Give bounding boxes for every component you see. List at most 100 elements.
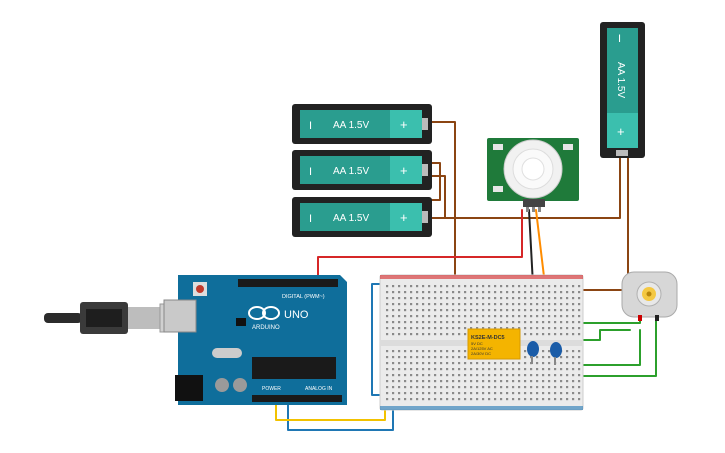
- wire-green-4[interactable]: [569, 329, 631, 341]
- breadboard-hole: [440, 285, 443, 288]
- breadboard-hole: [398, 356, 401, 359]
- wire-battery-pack-brown[interactable]: [431, 121, 456, 286]
- breadboard-hole: [548, 362, 551, 365]
- pir-sensor[interactable]: [487, 138, 579, 212]
- breadboard-hole: [542, 356, 545, 359]
- breadboard-hole: [386, 392, 389, 395]
- breadboard-hole: [392, 362, 395, 365]
- breadboard-hole: [404, 350, 407, 353]
- breadboard-hole: [416, 380, 419, 383]
- breadboard-hole: [422, 362, 425, 365]
- breadboard-hole: [470, 315, 473, 318]
- breadboard-hole: [422, 333, 425, 336]
- relay-model-text: KS2E-M-DC5: [471, 335, 505, 341]
- breadboard-hole: [386, 398, 389, 401]
- breadboard-hole: [494, 380, 497, 383]
- capacitor-2[interactable]: [550, 342, 562, 365]
- breadboard-hole: [392, 297, 395, 300]
- battery-aa-3[interactable]: I AA 1.5V +: [292, 197, 432, 237]
- breadboard-hole: [452, 327, 455, 330]
- breadboard-hole: [470, 398, 473, 401]
- wire-battery-pack-brown-4[interactable]: [431, 162, 441, 201]
- battery-3-minus: I: [309, 213, 312, 225]
- capacitor-1[interactable]: [527, 341, 539, 364]
- breadboard-hole: [452, 350, 455, 353]
- breadboard-hole: [470, 380, 473, 383]
- breadboard-hole: [440, 392, 443, 395]
- battery-2-label: AA 1.5V: [333, 166, 369, 177]
- breadboard-hole: [404, 327, 407, 330]
- breadboard-hole: [554, 333, 557, 336]
- breadboard-hole: [446, 285, 449, 288]
- wire-yellow-arduino[interactable]: [275, 391, 386, 421]
- wire-blue-arduino[interactable]: [287, 391, 394, 431]
- breadboard-hole: [392, 333, 395, 336]
- battery-2-minus: I: [309, 166, 312, 178]
- breadboard-hole: [530, 309, 533, 312]
- breadboard-hole: [428, 392, 431, 395]
- wire-pir-black[interactable]: [528, 209, 534, 286]
- breadboard-hole: [398, 392, 401, 395]
- wire-pir-orange[interactable]: [535, 209, 546, 286]
- breadboard-hole: [434, 392, 437, 395]
- breadboard-hole: [470, 327, 473, 330]
- breadboard-hole: [572, 285, 575, 288]
- breadboard-hole: [410, 356, 413, 359]
- usb-cable[interactable]: [44, 302, 183, 334]
- breadboard-hole: [458, 285, 461, 288]
- breadboard-hole: [572, 327, 575, 330]
- breadboard-hole: [440, 303, 443, 306]
- breadboard-hole: [560, 285, 563, 288]
- breadboard-hole: [560, 356, 563, 359]
- breadboard-hole: [452, 368, 455, 371]
- breadboard-hole: [566, 380, 569, 383]
- breadboard-hole: [440, 362, 443, 365]
- breadboard-hole: [434, 368, 437, 371]
- battery-3-plus: +: [400, 210, 408, 225]
- breadboard-hole: [440, 333, 443, 336]
- breadboard-hole: [386, 380, 389, 383]
- wire-battery-pack-brown-2[interactable]: [431, 175, 446, 219]
- breadboard-hole: [434, 327, 437, 330]
- battery-aa-2[interactable]: I AA 1.5V +: [292, 150, 432, 190]
- battery-aa-vertical[interactable]: I AA 1.5V +: [600, 22, 645, 158]
- breadboard-hole: [488, 398, 491, 401]
- breadboard-hole: [416, 356, 419, 359]
- breadboard-hole: [578, 333, 581, 336]
- wire-battery-single-black[interactable]: [582, 156, 629, 291]
- breadboard-hole: [446, 368, 449, 371]
- breadboard-hole: [512, 380, 515, 383]
- breadboard-hole: [494, 303, 497, 306]
- relay-module[interactable]: KS2E-M-DC5 5V DC 2A/125V AC 2A/30V DC: [467, 328, 521, 360]
- dc-motor[interactable]: [621, 271, 678, 321]
- wire-battery-pack-brown-3[interactable]: [431, 156, 621, 219]
- breadboard-hole: [416, 315, 419, 318]
- breadboard-hole: [482, 386, 485, 389]
- breadboard-hole: [566, 285, 569, 288]
- breadboard-hole: [440, 356, 443, 359]
- breadboard-hole: [524, 374, 527, 377]
- breadboard-hole: [404, 333, 407, 336]
- breadboard-hole: [566, 297, 569, 300]
- battery-pack[interactable]: I AA 1.5V + I AA 1.5V + I AA 1.5V +: [292, 104, 432, 237]
- breadboard-hole: [410, 380, 413, 383]
- battery-aa-1[interactable]: I AA 1.5V +: [292, 104, 432, 144]
- breadboard-hole: [566, 392, 569, 395]
- breadboard-hole: [446, 327, 449, 330]
- breadboard-hole: [566, 315, 569, 318]
- breadboard-hole: [386, 374, 389, 377]
- breadboard-hole: [566, 368, 569, 371]
- breadboard-hole: [542, 309, 545, 312]
- breadboard-hole: [440, 386, 443, 389]
- wire-arduino-red[interactable]: [317, 209, 523, 286]
- breadboard-hole: [548, 374, 551, 377]
- breadboard-hole: [386, 303, 389, 306]
- breadboard-hole: [518, 297, 521, 300]
- breadboard-hole: [572, 362, 575, 365]
- wire-blue-breadboard[interactable]: [371, 283, 386, 396]
- breadboard-hole: [518, 327, 521, 330]
- breadboard-hole: [392, 285, 395, 288]
- breadboard-hole: [542, 315, 545, 318]
- breadboard-hole: [488, 362, 491, 365]
- arduino-uno-board[interactable]: DIGITAL (PWM~) ARDUINO UNO POWER ANALOG …: [163, 275, 347, 405]
